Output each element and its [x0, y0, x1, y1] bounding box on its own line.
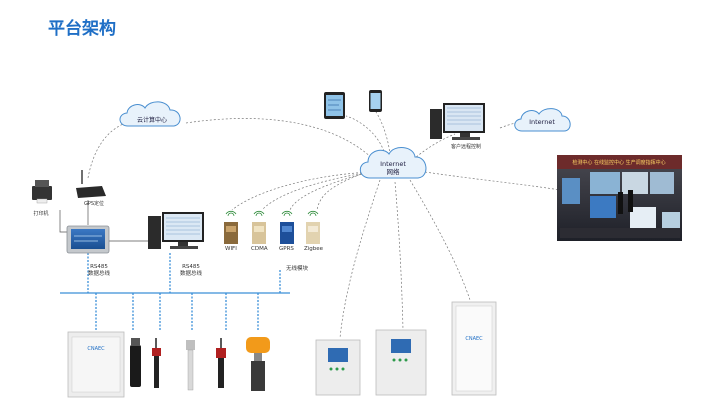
internet-right-cloud: Internet [514, 108, 571, 132]
sensor-probe-3 [186, 340, 195, 391]
cabinet-brand-label-2: CNAEC [465, 336, 483, 342]
client-remote-pc [430, 103, 485, 140]
internet-hub-sublabel: 网络 [387, 167, 401, 176]
gps-device-icon [76, 170, 106, 198]
cdma-label: CDMA [251, 246, 268, 252]
tablet-icon [324, 92, 345, 119]
field-cabinet-1 [315, 339, 361, 396]
network-links [87, 111, 561, 339]
cdma-module-icon [252, 210, 266, 244]
sensor-probe-2 [152, 338, 161, 388]
wifi-label: WIFI [225, 246, 237, 252]
client-label: 客户远程控制 [451, 143, 481, 150]
rs485-left-subtitle: 数据总线 [88, 271, 111, 277]
rs485-mid-subtitle: 数据总线 [180, 271, 203, 277]
rs485-mid-title: RS485 [182, 264, 200, 270]
ultrasonic-sensor [246, 337, 270, 391]
rs485-left-title: RS485 [90, 264, 108, 270]
cloud-computing-center: 云计算中心 [119, 101, 181, 127]
wireless-module-label: 无线模块 [286, 266, 309, 272]
smartphone-icon [369, 90, 382, 112]
internet-right-label: Internet [529, 118, 555, 126]
rs485-bus [60, 253, 290, 330]
zigbee-label: Zigbee [304, 246, 324, 252]
cloud-center-label: 云计算中心 [137, 116, 167, 124]
rs485-mid-label: RS485 数据总线 [180, 264, 202, 278]
wireless-modules [224, 210, 320, 244]
page-title: 平台架构 [48, 19, 116, 39]
gprs-module-icon [280, 210, 294, 244]
sensor-probe-4 [216, 338, 226, 388]
control-cabinet-small: CNAEC [67, 331, 125, 398]
field-cabinet-2 [375, 329, 427, 396]
zigbee-module-icon [306, 210, 320, 244]
rs485-left-label: RS485 数据总线 [88, 264, 110, 278]
desktop-pc [148, 212, 204, 249]
internet-hub-cloud: Internet 网络 [359, 147, 427, 179]
control-room-banner: 检测中心 在线监控中心 生产调度指挥中心 [572, 159, 665, 166]
gps-label: GPS定位 [84, 200, 104, 207]
cabinet-brand-label: CNAEC [87, 346, 105, 352]
hmi-controller [66, 225, 110, 254]
internet-hub-label: Internet [380, 160, 406, 168]
printer-label: 打印机 [33, 210, 48, 217]
control-room-photo: 检测中心 在线监控中心 生产调度指挥中心 [557, 155, 682, 241]
printer-icon [32, 180, 52, 204]
wifi-module-icon [224, 210, 238, 244]
gprs-label: GPRS [279, 246, 294, 252]
field-cabinet-3: CNAEC [451, 301, 497, 396]
sensor-probe-1 [130, 338, 141, 387]
